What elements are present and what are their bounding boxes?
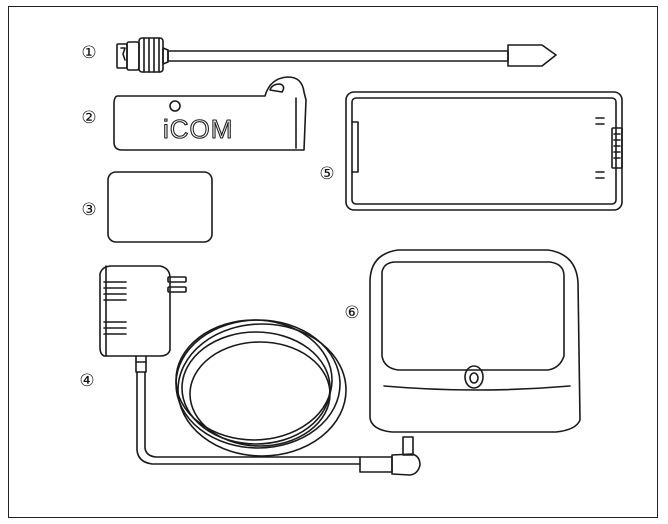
label-charger: ⑥ [344, 303, 360, 323]
ac-adapter [99, 265, 421, 476]
belt-clip: iCOM [113, 76, 307, 151]
name-plate [107, 171, 213, 243]
label-name-plate: ③ [81, 200, 97, 220]
figure-frame [8, 6, 658, 518]
antenna [116, 37, 557, 73]
label-antenna: ① [81, 43, 97, 63]
charger [369, 249, 581, 433]
label-battery-pack: ⑤ [319, 164, 335, 184]
label-ac-adapter: ④ [79, 371, 95, 391]
belt-clip-brand: iCOM [163, 114, 233, 144]
label-belt-clip: ② [81, 108, 97, 128]
battery-pack [345, 91, 623, 211]
